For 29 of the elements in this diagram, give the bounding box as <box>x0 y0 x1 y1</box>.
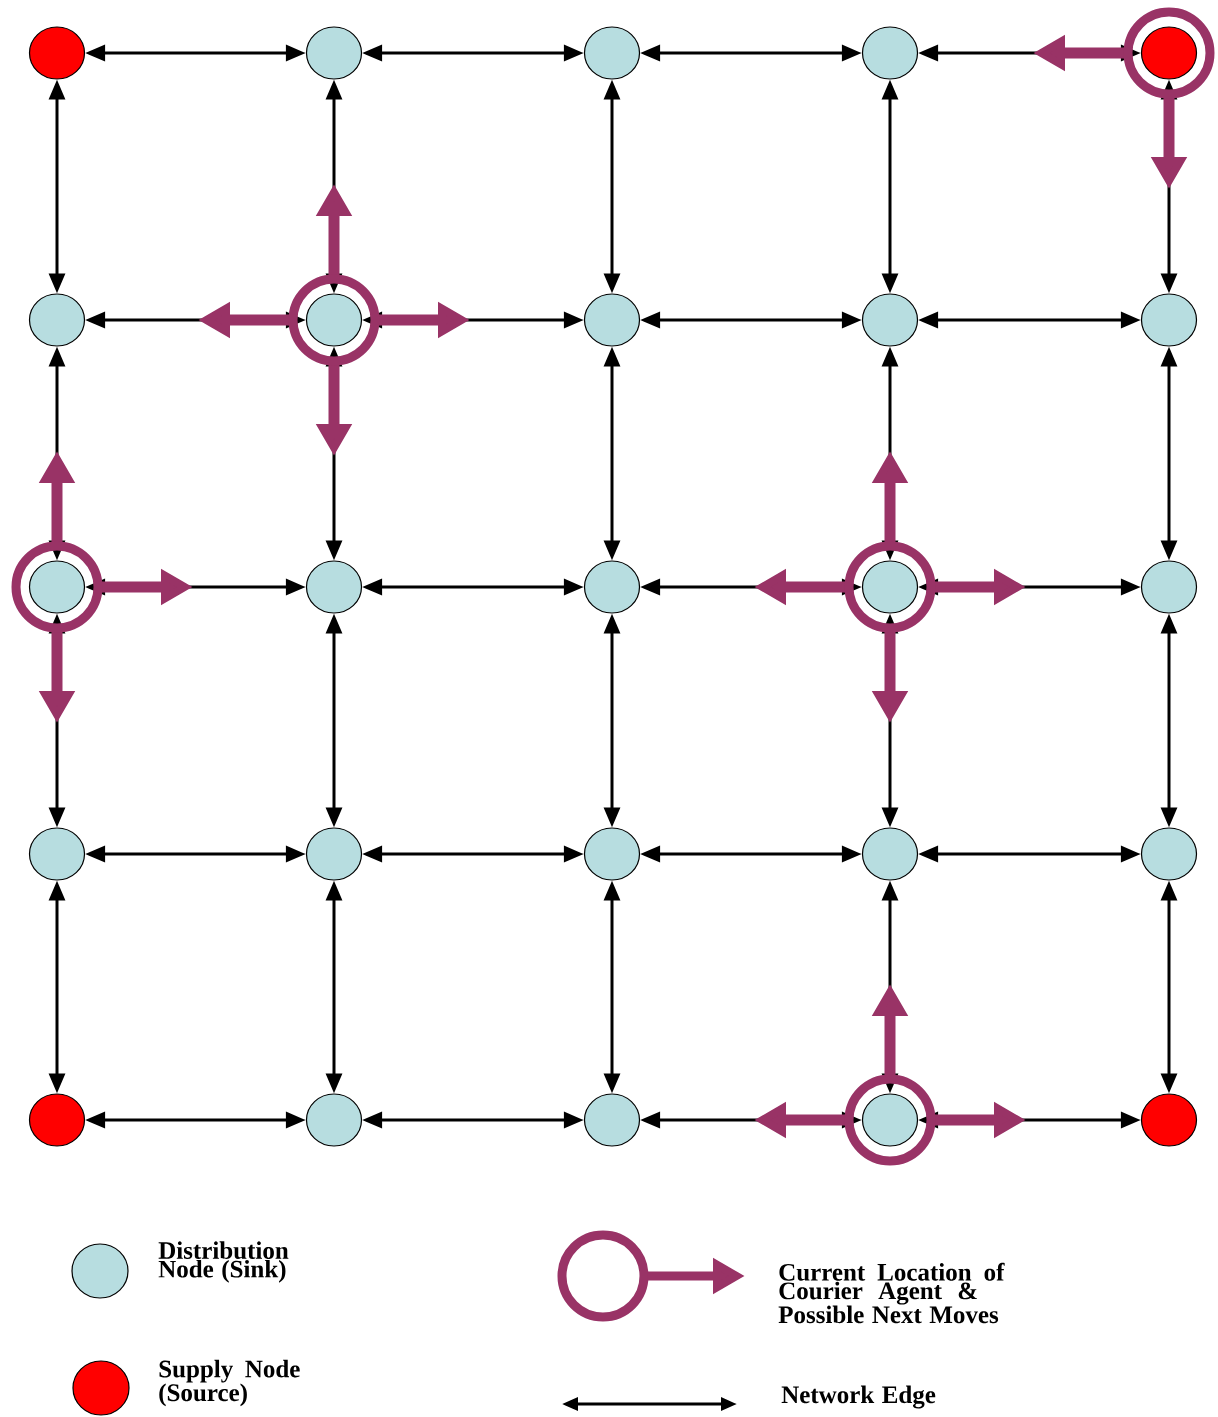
legend-label: Distribution Node (Sink) <box>158 1241 289 1283</box>
node-circle <box>1140 827 1198 881</box>
node-circle <box>583 560 641 614</box>
node-circle <box>861 560 919 614</box>
node-circle <box>1140 26 1198 80</box>
node-circle <box>583 26 641 80</box>
node-circle <box>1140 1093 1198 1147</box>
node-circle <box>583 827 641 881</box>
node-circle <box>861 26 919 80</box>
node-circle <box>861 1093 919 1147</box>
node-circle <box>305 26 363 80</box>
node-circle <box>305 1093 363 1147</box>
legend-label: Network Edge <box>781 1385 936 1409</box>
node-circle <box>583 1093 641 1147</box>
node-circle <box>28 560 86 614</box>
node-circle <box>28 1093 86 1147</box>
node-circle <box>28 293 86 347</box>
legend-label: Current Location of Courier Agent & Possible Next Moves <box>778 1262 1005 1324</box>
node-circle <box>305 827 363 881</box>
node-circle <box>861 293 919 347</box>
node-circle <box>861 827 919 881</box>
node-circle <box>1140 293 1198 347</box>
legend-label: Supply Node (Source) <box>159 1359 300 1407</box>
node-circle <box>305 560 363 614</box>
node-circle <box>305 293 363 347</box>
node-circle <box>1140 560 1198 614</box>
node-circle <box>28 26 86 80</box>
node-circle <box>583 293 641 347</box>
node-circle <box>28 827 86 881</box>
